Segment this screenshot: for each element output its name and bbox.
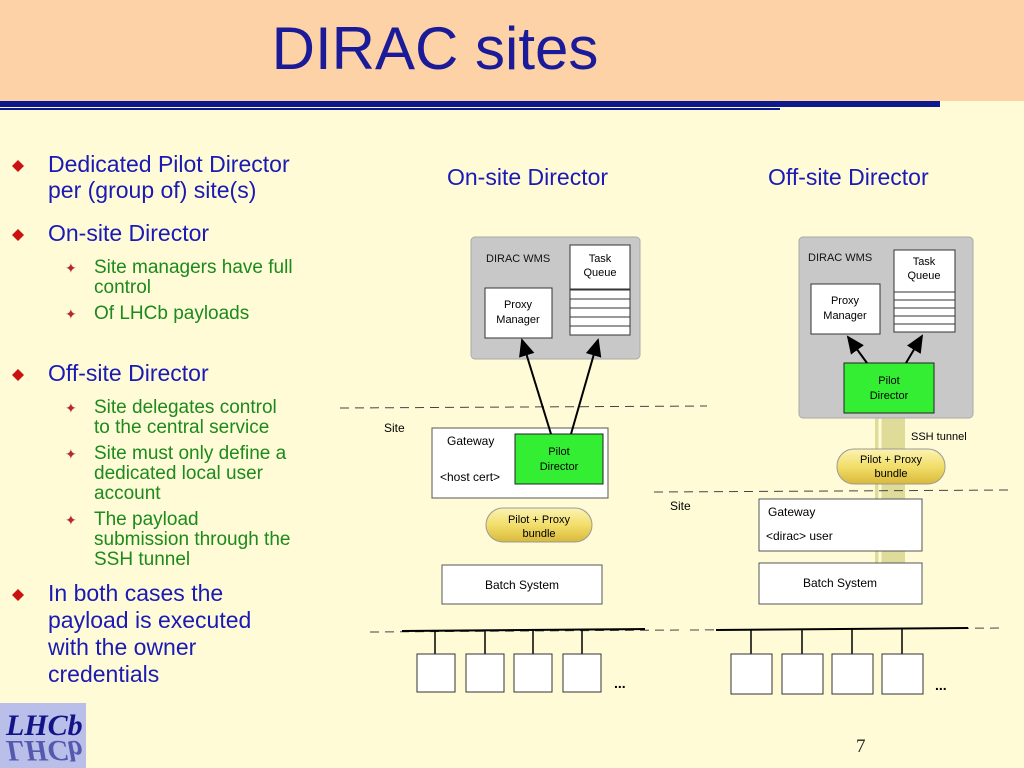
- offsite-pilot-label-2: Director: [870, 390, 909, 402]
- onsite-bundle: [485, 507, 593, 543]
- title-rule-thick: [0, 101, 940, 107]
- offsite-task-queue-label-1: Task: [913, 256, 936, 268]
- onsite-batch-system: [441, 564, 603, 605]
- onsite-network-bus: [401, 628, 646, 632]
- sub-bullet-text: submission through the: [94, 529, 291, 550]
- sub-bullet-text: control: [94, 277, 152, 298]
- offsite-wms-label: DIRAC WMS: [808, 252, 872, 264]
- offsite-bundle-label-1: Pilot + Proxy: [860, 454, 923, 466]
- onsite-arrow-to-queue: [570, 338, 602, 435]
- onsite-site-label: Site: [384, 421, 405, 435]
- onsite-worker-nodes: [416, 630, 602, 693]
- title-band: [0, 0, 1024, 101]
- onsite-gateway-label: Gateway: [447, 434, 494, 448]
- offsite-bundle: [836, 448, 946, 485]
- offsite-bundle-label-2: bundle: [874, 468, 907, 480]
- offsite-site-label: Site: [670, 499, 691, 513]
- diamond-bullet-icon: [12, 369, 24, 381]
- sub-bullet-text: account: [94, 483, 161, 504]
- onsite-task-queue-label-1: Task: [589, 253, 612, 265]
- sub-bullet-text: dedicated local user: [94, 463, 263, 484]
- sub-bullet-text: The payload: [94, 509, 199, 530]
- onsite-wms-label: DIRAC WMS: [486, 253, 550, 265]
- bullet-4-line-1: In both cases the: [48, 580, 224, 606]
- offsite-queue-slots: [893, 291, 956, 333]
- onsite-proxy-label-1: Proxy: [504, 299, 533, 311]
- onsite-batch-label: Batch System: [485, 578, 559, 592]
- onsite-proxy-label-2: Manager: [496, 314, 540, 326]
- title-rule-thin: [0, 108, 780, 110]
- bullet-1-line-1: Dedicated Pilot Director: [48, 151, 290, 177]
- star-bullet-icon: ✦: [65, 446, 77, 462]
- sub-bullet-text: Site delegates control: [94, 397, 277, 418]
- offsite-site-boundary: [653, 489, 1011, 493]
- offsite-arrow-to-queue: [905, 334, 924, 364]
- offsite-arrow-to-proxy: [846, 335, 868, 364]
- star-bullet-icon: ✦: [65, 306, 77, 322]
- sub-bullet-text: Site managers have full: [94, 257, 293, 278]
- offsite-proxy-manager: [810, 283, 881, 335]
- sub-bullet-text: SSH tunnel: [94, 549, 191, 570]
- offsite-dirac-user: <dirac> user: [766, 529, 833, 543]
- sub-bullet-text: Site must only define a: [94, 443, 287, 464]
- offsite-pilot-label-1: Pilot: [878, 375, 899, 387]
- bullet-3-line-1: Off-site Director: [48, 360, 209, 386]
- onsite-arrow-to-proxy: [519, 338, 552, 435]
- page-number: 7: [856, 736, 866, 757]
- onsite-pilot-director: [514, 433, 604, 485]
- onsite-header: On-site Director: [447, 164, 609, 190]
- offsite-proxy-label-1: Proxy: [831, 295, 860, 307]
- onsite-queue-slots: [569, 289, 631, 336]
- slide-title: DIRAC sites: [271, 15, 599, 82]
- bullet-1-line-2: per (group of) site(s): [48, 177, 257, 203]
- onsite-bundle-label-1: Pilot + Proxy: [508, 514, 571, 526]
- lhcb-logo: LHCb LHCb: [0, 703, 86, 768]
- onsite-more-nodes: ...: [614, 675, 626, 691]
- offsite-batch-label: Batch System: [803, 576, 877, 590]
- bullet-4-line-4: credentials: [48, 661, 160, 687]
- diamond-bullet-icon: [12, 160, 24, 172]
- onsite-pilot-label-1: Pilot: [548, 446, 569, 458]
- star-bullet-icon: ✦: [65, 512, 77, 528]
- star-bullet-icon: ✦: [65, 400, 77, 416]
- onsite-task-queue-label-2: Queue: [583, 267, 616, 279]
- offsite-ssh-label: SSH tunnel: [911, 431, 967, 443]
- offsite-gateway-label: Gateway: [768, 505, 815, 519]
- lhcb-logo-text: LHCb: [6, 709, 83, 742]
- onsite-task-queue: [569, 244, 631, 290]
- diamond-bullet-icon: [12, 589, 24, 601]
- offsite-header: Off-site Director: [768, 164, 929, 190]
- bullet-2-line-1: On-site Director: [48, 220, 210, 246]
- bullet-list: Dedicated Pilot Director per (group of) …: [0, 0, 360, 768]
- onsite-pilot-label-2: Director: [540, 461, 579, 473]
- bullet-4-line-3: with the owner: [48, 634, 197, 660]
- offsite-more-nodes: ...: [935, 677, 947, 693]
- offsite-network-bus: [715, 627, 969, 631]
- sub-bullet-text: Of LHCb payloads: [94, 303, 250, 324]
- onsite-bundle-label-2: bundle: [522, 528, 555, 540]
- offsite-pilot-director: [843, 362, 935, 414]
- onsite-site-boundary: [339, 405, 708, 409]
- onsite-host-cert: <host cert>: [440, 470, 500, 484]
- bullet-4-line-2: payload is executed: [48, 607, 252, 633]
- onsite-proxy-manager: [484, 287, 553, 339]
- offsite-worker-nodes: [730, 629, 924, 695]
- sub-bullet-text: to the central service: [94, 417, 270, 438]
- offsite-task-queue-label-2: Queue: [907, 270, 940, 282]
- diamond-bullet-icon: [12, 229, 24, 241]
- offsite-gateway-box: [758, 498, 923, 552]
- offsite-proxy-label-2: Manager: [823, 310, 867, 322]
- star-bullet-icon: ✦: [65, 260, 77, 276]
- lhcb-logo-reflection: LHCb: [6, 734, 83, 767]
- offsite-batch-system: [758, 562, 923, 605]
